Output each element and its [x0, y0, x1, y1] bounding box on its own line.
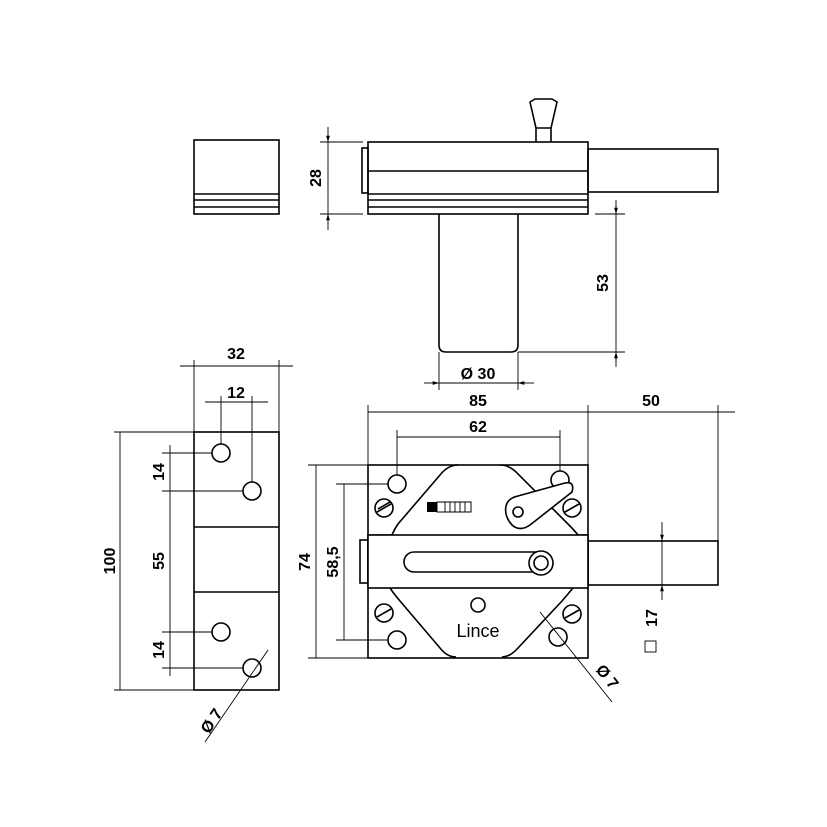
dim-label-53: 53 — [595, 274, 612, 292]
square-section-icon — [644, 640, 657, 653]
lever-icon — [504, 481, 574, 530]
dimension-14-55-14: 14 55 14 — [151, 445, 243, 676]
dim-label-58-5: 58,5 — [325, 546, 342, 577]
dim-label-32: 32 — [227, 346, 245, 363]
strike-box-top-view — [193, 139, 280, 215]
dimension-62: 62 — [396, 419, 561, 475]
screw-icon — [374, 498, 394, 518]
dimension-body-hole-diameter: Ø 7 — [539, 611, 621, 703]
dim-label-74: 74 — [297, 553, 314, 571]
screw-icon — [562, 498, 582, 518]
lock-body-front: Lince — [359, 464, 719, 659]
dim-label-62: 62 — [469, 419, 487, 436]
dim-label-17: 17 — [644, 609, 661, 627]
dim-label-28: 28 — [308, 169, 325, 187]
dim-label-14-bottom: 14 — [151, 641, 168, 659]
dimension-85: 85 — [367, 393, 589, 535]
dim-label-55: 55 — [151, 552, 168, 570]
dim-label-14-top: 14 — [151, 463, 168, 481]
dimension-12: 12 — [205, 385, 268, 482]
dim-label-12: 12 — [227, 385, 245, 402]
knob-icon — [529, 98, 558, 142]
spring-icon — [427, 501, 472, 513]
brand-label: Lince — [456, 621, 499, 641]
strike-plate-front — [193, 431, 280, 691]
dimension-50: 50 — [588, 393, 735, 541]
dim-label-50: 50 — [642, 393, 660, 410]
dim-label-diameter-7-left: Ø 7 — [198, 706, 227, 737]
dimension-strike-hole-diameter: Ø 7 — [198, 649, 269, 743]
dimension-100: 100 — [102, 431, 194, 691]
dimension-58-5: 58,5 — [325, 483, 388, 641]
screw-icon — [374, 603, 394, 623]
dimension-28: 28 — [308, 127, 363, 230]
dimension-53: 53 — [518, 200, 625, 367]
dim-label-diameter-30: Ø 30 — [461, 366, 496, 383]
dim-label-85: 85 — [469, 393, 487, 410]
dimension-32: 32 — [180, 346, 293, 432]
lock-body-top-view — [361, 98, 719, 353]
cylinder — [438, 214, 519, 353]
screw-icon — [562, 604, 582, 624]
dimension-74: 74 — [297, 464, 368, 659]
bolt-knob — [528, 550, 554, 576]
dim-label-100: 100 — [102, 548, 119, 575]
dimension-diameter-30: Ø 30 — [424, 352, 534, 390]
dim-label-diameter-7-right: Ø 7 — [592, 662, 621, 693]
dimension-17: 17 — [644, 522, 668, 653]
